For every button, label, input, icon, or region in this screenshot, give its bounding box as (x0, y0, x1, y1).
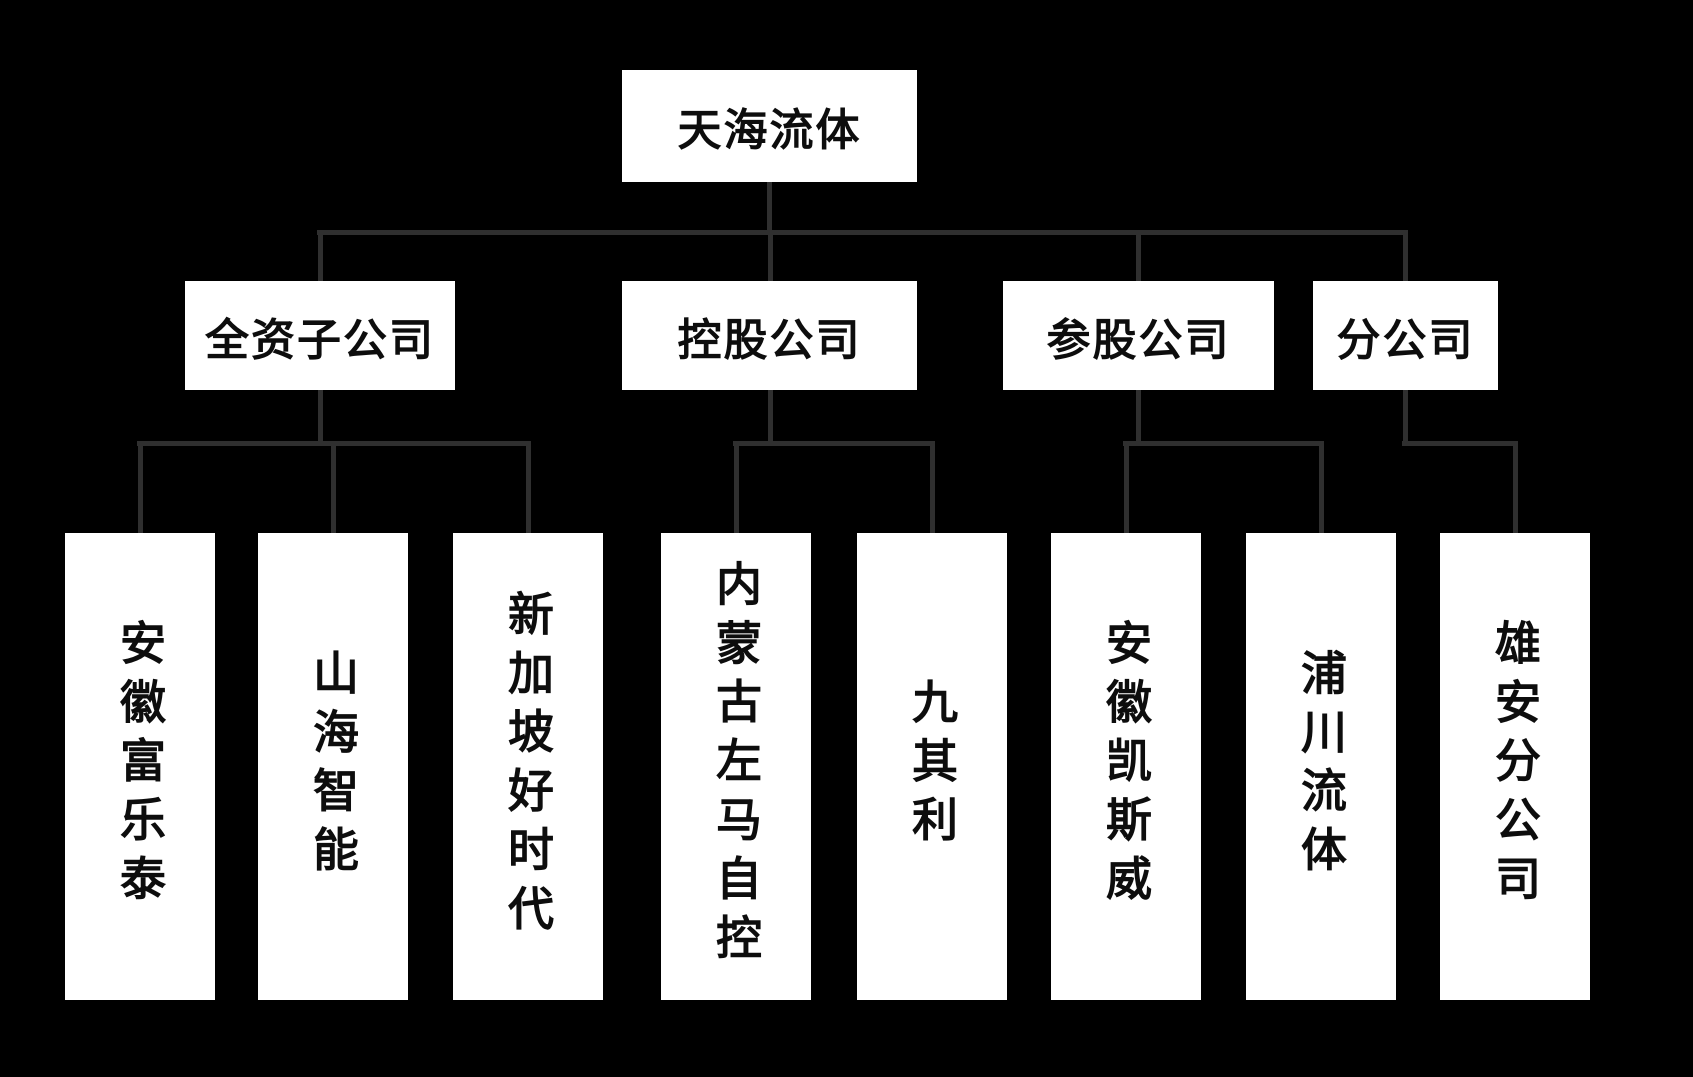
node-anhui-fuletai: 安徽富乐泰 (65, 533, 215, 1000)
connector-drop-leaf-zuoma (734, 441, 739, 533)
connector-group-1-stub (768, 390, 773, 446)
node-singapore-haoshidai: 新加坡好时代 (453, 533, 603, 1000)
connector-group-0-stub (318, 390, 323, 446)
node-anhui-kaisiwei: 安徽凯斯威 (1051, 533, 1201, 1000)
connector-drop-leaf-kaisiwei (1124, 441, 1129, 533)
connector-drop-leaf-jiuqili (930, 441, 935, 533)
node-anhui-kaisiwei-label: 安徽凯斯威 (1100, 619, 1152, 914)
connector-group-1-bus (733, 441, 935, 446)
node-equity-participation-company: 参股公司 (1003, 281, 1274, 390)
node-jiuqili-label: 九其利 (906, 678, 958, 855)
node-shanhai-intelligent: 山海智能 (258, 533, 408, 1000)
node-puchuan-fluid-label: 浦川流体 (1295, 648, 1347, 885)
connector-drop-group-3 (1403, 230, 1408, 281)
connector-level2-bus (317, 230, 1408, 235)
connector-drop-leaf-xiongan (1513, 441, 1518, 533)
node-shanhai-intelligent-label: 山海智能 (307, 648, 359, 885)
node-wholly-owned-subsidiary: 全资子公司 (185, 281, 455, 390)
node-neimenggu-zuoma-autocontrol-label: 内蒙古左马自控 (710, 560, 762, 973)
node-root-company-label: 天海流体 (677, 106, 862, 155)
node-puchuan-fluid: 浦川流体 (1246, 533, 1396, 1000)
connector-drop-group-0 (318, 230, 323, 281)
node-holding-company-label: 控股公司 (677, 315, 862, 365)
connector-drop-leaf-fuletai (138, 441, 143, 533)
connector-group-3-bus (1402, 441, 1518, 446)
node-singapore-haoshidai-label: 新加坡好时代 (502, 589, 554, 944)
connector-group-2-bus (1123, 441, 1324, 446)
node-wholly-owned-subsidiary-label: 全资子公司 (205, 315, 435, 365)
node-xiongan-branch-label: 雄安分公司 (1489, 619, 1541, 914)
connector-drop-leaf-singapore (526, 441, 531, 533)
connector-drop-leaf-puchuan (1319, 441, 1324, 533)
connector-group-2-stub (1136, 390, 1141, 446)
node-branch-company: 分公司 (1313, 281, 1498, 390)
node-equity-participation-company-label: 参股公司 (1046, 315, 1231, 365)
node-neimenggu-zuoma-autocontrol: 内蒙古左马自控 (661, 533, 811, 1000)
node-root-company: 天海流体 (622, 70, 917, 182)
connector-drop-leaf-shanhai (331, 441, 336, 533)
node-anhui-fuletai-label: 安徽富乐泰 (114, 619, 166, 914)
node-holding-company: 控股公司 (622, 281, 917, 390)
connector-drop-group-1 (768, 230, 773, 281)
connector-group-3-stub (1403, 390, 1408, 446)
node-xiongan-branch: 雄安分公司 (1440, 533, 1590, 1000)
connector-drop-group-2 (1136, 230, 1141, 281)
node-jiuqili: 九其利 (857, 533, 1007, 1000)
connector-root-stub (767, 182, 772, 235)
node-branch-company-label: 分公司 (1336, 315, 1475, 365)
